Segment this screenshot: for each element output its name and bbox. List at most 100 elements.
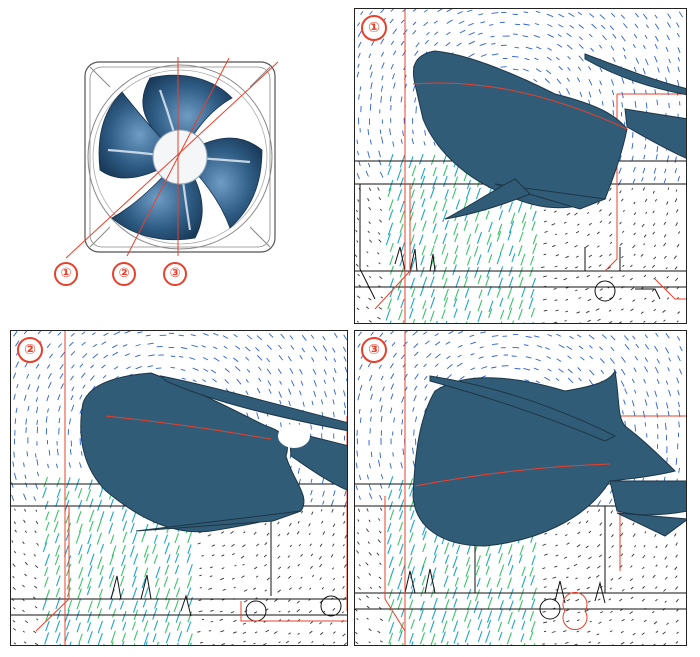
- flow-vector: [355, 485, 358, 491]
- flow-vector: [368, 297, 372, 301]
- flow-vector: [589, 345, 593, 349]
- flow-vector: [57, 394, 61, 401]
- flow-vector: [333, 490, 336, 497]
- flow-vector: [508, 276, 514, 288]
- flow-vector: [356, 295, 361, 299]
- flow-vector: [288, 400, 291, 407]
- flow-vector: [201, 345, 206, 348]
- flow-vector: [475, 187, 481, 200]
- flow-vector: [507, 287, 513, 299]
- flow-vector: [608, 555, 612, 559]
- flow-vector: [480, 53, 487, 57]
- flow-vector: [466, 642, 469, 645]
- flow-vector: [656, 99, 659, 106]
- flow-vector: [387, 222, 394, 236]
- flow-vector: [507, 577, 513, 589]
- flow-vector: [287, 565, 291, 569]
- flow-vector: [644, 144, 647, 150]
- flow-vector: [420, 266, 425, 277]
- flow-vector: [588, 254, 593, 258]
- flow-vector: [54, 554, 60, 566]
- flow-vector: [411, 256, 417, 267]
- flow-vector: [464, 267, 470, 279]
- flow-vector: [533, 335, 540, 338]
- flow-vector: [212, 644, 215, 645]
- flow-vector: [579, 91, 583, 97]
- flow-vector: [618, 321, 622, 323]
- flow-vector: [488, 300, 494, 313]
- flow-vector: [397, 189, 403, 201]
- flow-vector: [287, 599, 291, 602]
- flow-panel-1: ①: [354, 8, 687, 324]
- flow-vector: [368, 492, 373, 500]
- flow-vector: [644, 34, 648, 39]
- flow-vector: [258, 377, 262, 382]
- flow-vector: [440, 631, 446, 644]
- flow-vector: [466, 233, 472, 245]
- flow-vector: [141, 609, 148, 623]
- flow-vector: [342, 555, 346, 559]
- flow-vector: [552, 576, 557, 579]
- flow-vector: [629, 277, 633, 281]
- flow-vector: [612, 100, 615, 108]
- flow-vector: [297, 632, 300, 635]
- flow-vector: [110, 630, 116, 643]
- flow-vector: [56, 448, 59, 456]
- flow-vector: [187, 530, 193, 544]
- flow-vector: [528, 297, 534, 310]
- flow-vector: [610, 510, 614, 514]
- flow-vector: [443, 575, 449, 587]
- flow-vector: [24, 474, 27, 480]
- flow-vector: [633, 88, 636, 95]
- flow-vector: [442, 175, 448, 187]
- flow-vector: [43, 476, 49, 488]
- flow-vector: [507, 231, 512, 241]
- flow-vector: [676, 609, 679, 612]
- flow-vector: [341, 611, 344, 614]
- flow-vector: [578, 345, 584, 350]
- flow-vector: [576, 588, 581, 591]
- flow-vector: [255, 554, 259, 557]
- panel-2-label: ②: [17, 337, 43, 363]
- flow-vector: [452, 264, 457, 276]
- flow-vector: [675, 542, 678, 546]
- flow-vector: [566, 32, 572, 38]
- flow-vector: [553, 287, 557, 290]
- flow-vector: [122, 641, 125, 645]
- flow-vector: [523, 23, 530, 26]
- flow-vector: [477, 274, 482, 284]
- flow-vector: [300, 576, 303, 579]
- flow-vector: [470, 341, 477, 345]
- flow-vector: [399, 543, 404, 555]
- flow-vector: [389, 642, 392, 645]
- flow-vector: [466, 256, 472, 266]
- flow-vector: [632, 632, 636, 636]
- flow-vector: [310, 553, 314, 557]
- flow-vector: [42, 542, 48, 553]
- flow-vector: [389, 362, 394, 369]
- flow-vector: [632, 522, 635, 526]
- flow-vector: [380, 51, 385, 57]
- flow-vector: [44, 567, 49, 577]
- flow-vector: [453, 308, 458, 318]
- flow-vector: [133, 553, 139, 565]
- flow-vector: [532, 210, 537, 222]
- flow-vector: [23, 641, 27, 644]
- flow-vector: [192, 367, 199, 371]
- flow-vector: [478, 356, 484, 359]
- flow-vector: [509, 588, 514, 600]
- flow-vector: [82, 353, 88, 359]
- flow-vector: [400, 96, 403, 103]
- flow-vector: [333, 631, 336, 634]
- flow-vector: [580, 356, 585, 361]
- flow-vector: [555, 533, 558, 536]
- flow-vector: [633, 33, 638, 39]
- flow-vector: [512, 68, 519, 71]
- flow-vector: [674, 533, 677, 537]
- flow-vector: [387, 544, 392, 555]
- flow-vector: [109, 511, 115, 522]
- flow-vector: [467, 9, 473, 13]
- flow-vector: [380, 474, 384, 479]
- flow-vector: [109, 554, 115, 566]
- flow-vector: [97, 556, 103, 569]
